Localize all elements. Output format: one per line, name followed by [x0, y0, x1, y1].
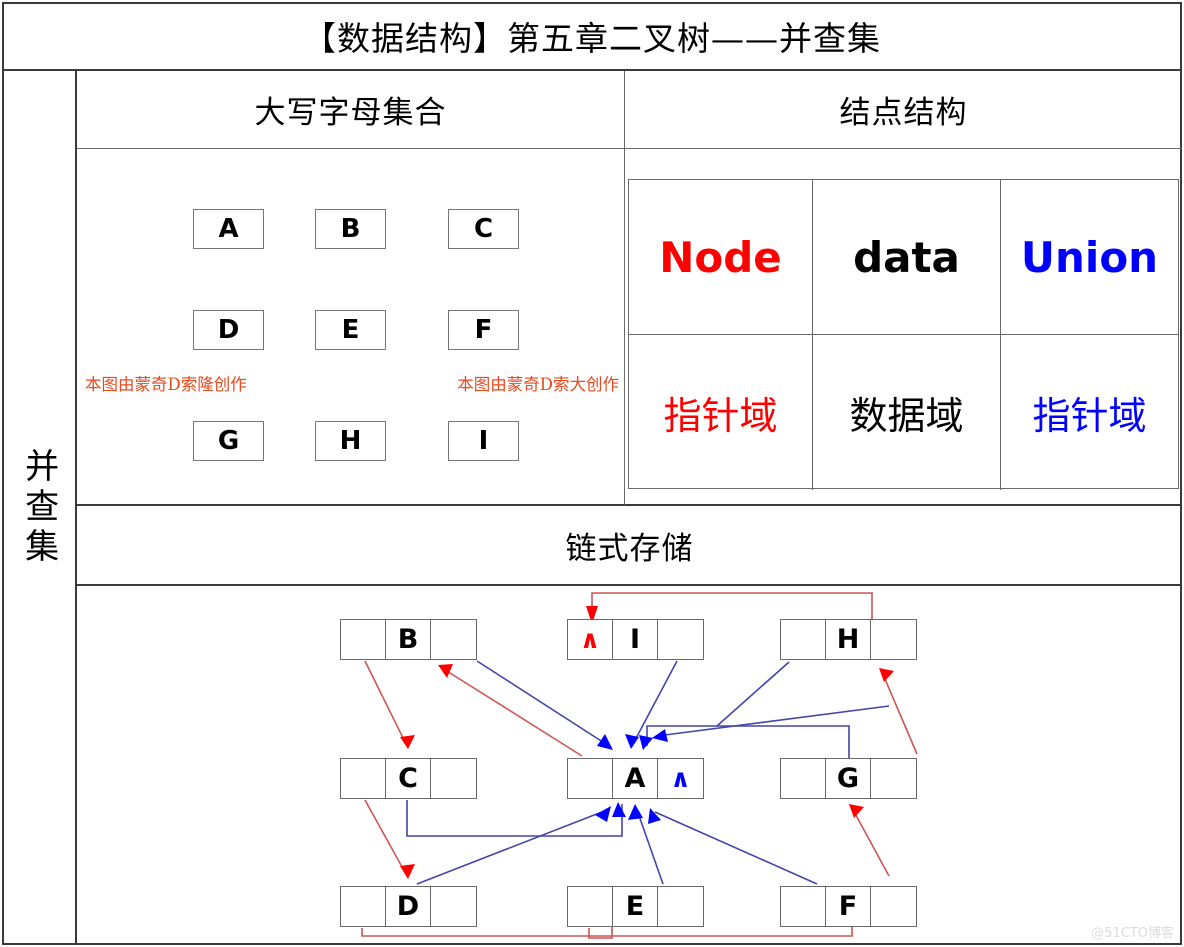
blue-link-h-to-a — [639, 661, 790, 750]
chain-node-g-left-pointer — [781, 759, 826, 798]
blue-link-g-down-to-a — [717, 725, 850, 758]
letter-box-h: H — [315, 421, 386, 461]
chain-header-text: 链式存储 — [565, 530, 694, 567]
chain-node-f: F — [780, 886, 917, 927]
chain-node-c-right-pointer — [431, 759, 476, 798]
chain-node-g-data: G — [826, 759, 871, 798]
red-link-b-to-c — [364, 660, 415, 749]
letters-header-text: 大写字母集合 — [254, 95, 447, 131]
chain-node-d-data: D — [386, 887, 431, 926]
letter-box-i: I — [448, 421, 519, 461]
chain-node-e-left-pointer — [568, 887, 613, 926]
page-title-row: 【数据结构】第五章二叉树——并查集 — [2, 2, 1182, 71]
letter-box-e: E — [315, 310, 386, 350]
watermark-left: 本图由蒙奇D索隆创作 — [85, 375, 247, 394]
chain-node-b: B — [340, 619, 477, 660]
chain-node-a-right-pointer: ∧ — [658, 759, 703, 798]
red-link-c-to-d — [364, 799, 415, 879]
chain-node-c: C — [340, 758, 477, 799]
chain-node-i: ∧I — [567, 619, 704, 660]
node-label-data: data — [853, 232, 960, 282]
node-cell-data-field: 数据域 — [813, 335, 1001, 490]
sidebar-label: 并查集 — [18, 448, 59, 568]
letter-box-c: C — [448, 209, 519, 249]
chain-node-e-data: E — [613, 887, 658, 926]
chain-node-d: D — [340, 886, 477, 927]
node-structure-table: Node data Union 指针域 数据域 指针域 — [628, 179, 1179, 490]
chain-node-e-right-pointer — [658, 887, 703, 926]
letter-box-g: G — [193, 421, 264, 461]
chain-node-f-right-pointer — [871, 887, 916, 926]
blue-link-d-to-a — [416, 806, 611, 885]
node-cell-pointer-right: 指针域 — [1001, 335, 1178, 490]
red-link-f-to-g — [849, 804, 890, 877]
chain-node-g-right-pointer — [871, 759, 916, 798]
chain-node-a: A∧ — [567, 758, 704, 799]
blue-link-g-to-a — [652, 705, 890, 742]
chain-node-d-left-pointer — [341, 887, 386, 926]
watermark-row: 本图由蒙奇D索隆创作 本图由蒙奇D索大创作 — [85, 371, 619, 395]
letter-box-d: D — [193, 310, 264, 350]
red-link-a-to-b — [438, 664, 583, 757]
node-cell-union: Union — [1001, 180, 1178, 335]
red-link-h-to-i — [586, 592, 873, 624]
chain-node-h-left-pointer — [781, 620, 826, 659]
chain-node-a-data: A — [613, 759, 658, 798]
chain-node-g: G — [780, 758, 917, 799]
node-cell-data: data — [813, 180, 1001, 335]
blue-link-b-to-a — [476, 660, 613, 750]
chain-node-b-data: B — [386, 620, 431, 659]
node-label-union: Union — [1020, 232, 1159, 282]
blue-link-e-to-a — [628, 804, 664, 885]
chain-node-b-left-pointer — [341, 620, 386, 659]
chain-node-i-left-pointer: ∧ — [568, 620, 613, 659]
letter-set-panel: A B C D E F G H I 本图由蒙奇D索隆创作 本图由蒙奇D索大创作 — [77, 149, 625, 506]
chain-section-header: 链式存储 — [77, 506, 1182, 586]
letter-box-f: F — [448, 310, 519, 350]
chain-node-b-right-pointer — [431, 620, 476, 659]
node-label-pointer-right: 指针域 — [1032, 394, 1147, 438]
node-section-header: 结点结构 — [625, 71, 1182, 149]
node-label-data-field: 数据域 — [849, 394, 964, 438]
chain-node-a-left-pointer — [568, 759, 613, 798]
chain-node-c-left-pointer — [341, 759, 386, 798]
blue-link-i-to-a — [625, 660, 678, 749]
chain-node-h-right-pointer — [871, 620, 916, 659]
chain-node-i-right-pointer — [658, 620, 703, 659]
node-label-pointer-left: 指针域 — [663, 394, 778, 438]
blue-link-c-to-a — [406, 800, 626, 837]
letters-section-header: 大写字母集合 — [77, 71, 625, 149]
site-watermark: @51CTO博客 — [1091, 926, 1174, 941]
chain-node-c-data: C — [386, 759, 431, 798]
sidebar: 并查集 — [2, 71, 77, 945]
node-structure-panel: Node data Union 指针域 数据域 指针域 — [625, 149, 1182, 506]
node-header-text: 结点结构 — [839, 95, 968, 131]
node-cell-pointer-left: 指针域 — [629, 335, 813, 490]
blue-link-f-to-a — [648, 808, 818, 885]
node-cell-node: Node — [629, 180, 813, 335]
chain-node-h: H — [780, 619, 917, 660]
chain-node-d-right-pointer — [431, 887, 476, 926]
chain-node-i-data: I — [613, 620, 658, 659]
chain-links-svg — [361, 592, 918, 939]
letter-box-a: A — [193, 209, 264, 249]
letter-box-b: B — [315, 209, 386, 249]
page-title: 【数据结构】第五章二叉树——并查集 — [303, 18, 881, 58]
chain-node-f-left-pointer — [781, 887, 826, 926]
chain-node-h-data: H — [826, 620, 871, 659]
watermark-right: 本图由蒙奇D索大创作 — [457, 375, 619, 394]
red-link-g-to-h — [879, 668, 918, 755]
chain-node-f-data: F — [826, 887, 871, 926]
chain-node-e: E — [567, 886, 704, 927]
node-label-node: Node — [659, 232, 782, 282]
